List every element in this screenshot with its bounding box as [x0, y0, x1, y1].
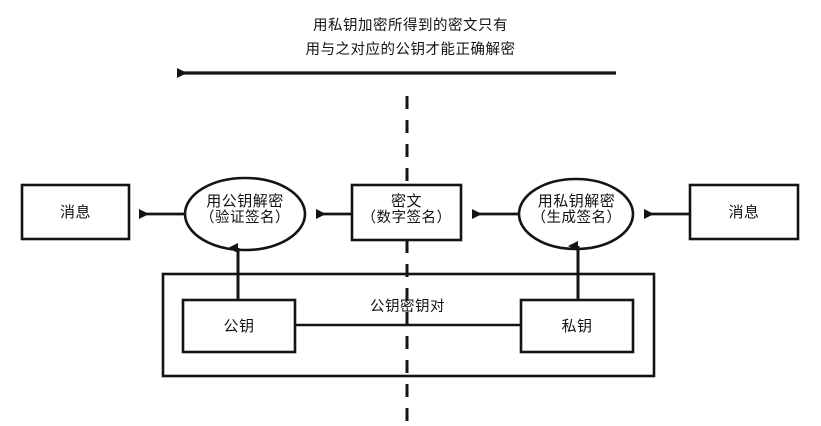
- node-label-message-right: 消息: [728, 203, 760, 221]
- node-label-ciphertext: 密文 （数字签名）: [352, 192, 461, 228]
- node-label-verify-signature: 用公钥解密 （验证签名）: [185, 192, 305, 228]
- node-label-sign-main: 用私钥解密: [537, 192, 616, 210]
- node-label-ciphertext-sub: （数字签名）: [361, 210, 452, 227]
- node-label-generate-signature: 用私钥解密 （生成签名）: [520, 192, 633, 228]
- node-label-sign-sub: （生成签名）: [531, 210, 622, 227]
- caption-line-1: 用私钥加密所得到的密文只有: [313, 18, 508, 34]
- node-label-public-key: 公钥: [223, 317, 255, 335]
- node-label-verify-main: 用公钥解密: [206, 192, 284, 210]
- node-ciphertext: [350, 183, 463, 242]
- node-label-verify-sub: （验证签名）: [200, 210, 290, 227]
- node-public-key: [181, 298, 297, 354]
- group-key-pair: [161, 272, 656, 378]
- node-label-private-key: 私钥: [561, 317, 593, 335]
- node-message-left: [20, 183, 131, 241]
- node-label-ciphertext-main: 密文: [390, 192, 422, 210]
- node-message-right: [688, 183, 800, 241]
- node-label-message-left: 消息: [59, 203, 91, 221]
- group-label-key-pair: 公钥密钥对: [370, 299, 445, 315]
- caption-line-2: 用与之对应的公钥才能正确解密: [305, 42, 516, 58]
